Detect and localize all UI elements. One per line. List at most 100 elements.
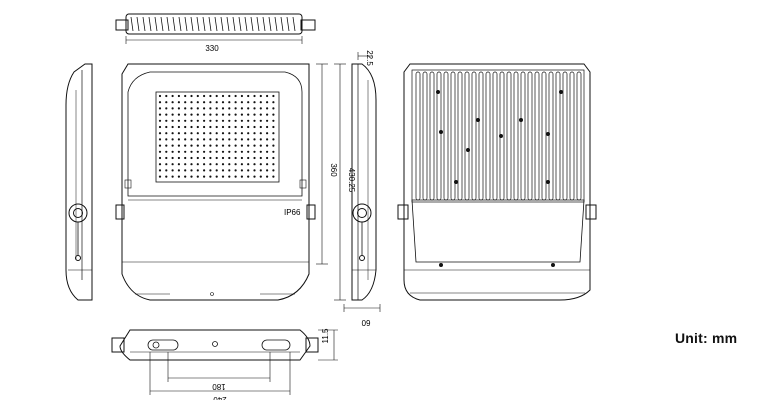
led-dot [234,175,237,178]
led-dot [165,175,168,178]
led-dot [177,156,180,160]
back-fin [527,71,533,201]
top-fin [226,16,230,32]
led-dot [203,94,206,98]
led-dot [171,163,174,166]
led-dot [190,113,193,116]
led-dot [184,132,187,135]
led-dot [247,107,250,110]
top-fin [250,16,254,32]
bottom-dims [149,329,338,395]
top-fin [166,16,170,32]
led-dot [234,150,237,153]
led-dot [203,101,206,104]
led-dot [221,175,225,178]
led-dot [203,150,206,153]
back-fin [457,71,463,201]
dim-side-top: 22.5 [365,50,374,66]
led-dot [158,144,162,147]
led-dot [196,138,199,141]
led-dot [259,175,262,178]
led-dot [209,156,212,160]
led-dot [266,94,269,98]
led-dot [240,163,243,166]
led-dot [165,101,168,104]
top-fin [232,16,236,32]
led-dot [158,169,162,172]
led-dot [272,175,275,178]
led-dot [215,163,218,166]
led-dot [171,107,174,110]
led-dot [259,119,262,122]
led-dot [259,101,262,104]
bottom-view [111,329,319,361]
led-dot [190,156,193,160]
led-dot [190,163,193,166]
back-fin [555,71,561,201]
led-dot [240,169,243,172]
led-dot [247,169,250,172]
led-dot [272,113,275,116]
led-dot [221,169,225,172]
led-dot [184,163,187,166]
led-dot [184,144,187,147]
led-dot [215,101,218,104]
top-fin [196,16,200,32]
led-dot [253,107,256,110]
led-dot [190,125,193,129]
led-dot [221,150,225,153]
led-dot [247,150,250,153]
led-dot [209,113,212,116]
side-dims [343,52,381,312]
led-dot [165,150,168,153]
led-dot [247,163,250,166]
led-dot [184,119,187,122]
back-view [397,63,597,301]
led-dot [215,169,218,172]
led-dot [234,163,237,166]
led-dot [158,175,162,178]
led-dot [272,150,275,153]
led-dot [209,132,212,135]
led-dot [196,125,199,129]
led-dot [177,119,180,122]
top-fin [136,16,140,32]
led-dot [234,138,237,141]
led-dot [272,144,275,147]
led-dot [228,156,231,160]
dim-side-depth: 60 [361,318,370,327]
led-dot [228,163,231,166]
led-dot [272,94,275,98]
led-dot [266,107,269,110]
led-dot [177,101,180,104]
unit-label: Unit: mm [675,330,738,346]
led-dot [234,113,237,116]
led-dot [209,175,212,178]
back-fin [520,71,526,201]
led-dot [272,125,275,129]
led-dot [190,150,193,153]
led-dot [221,125,225,129]
led-dot [247,125,250,129]
back-fin [415,71,421,201]
led-dot [171,175,174,178]
led-dot [215,156,218,160]
led-dot [203,169,206,172]
led-dot [177,169,180,172]
led-dot [165,119,168,122]
right-side-view [351,63,377,301]
back-fin [450,71,456,201]
led-dot [165,107,168,110]
led-dot [196,156,199,160]
led-dot [272,107,275,110]
led-dot [203,113,206,116]
led-dot [259,150,262,153]
top-fin [148,16,152,32]
dim-height-front: 360 [329,163,338,177]
led-dot [259,169,262,172]
led-dot [228,94,231,98]
led-dot [190,94,193,98]
led-dot [253,101,256,104]
led-dot [221,138,225,141]
back-fin [569,71,575,201]
